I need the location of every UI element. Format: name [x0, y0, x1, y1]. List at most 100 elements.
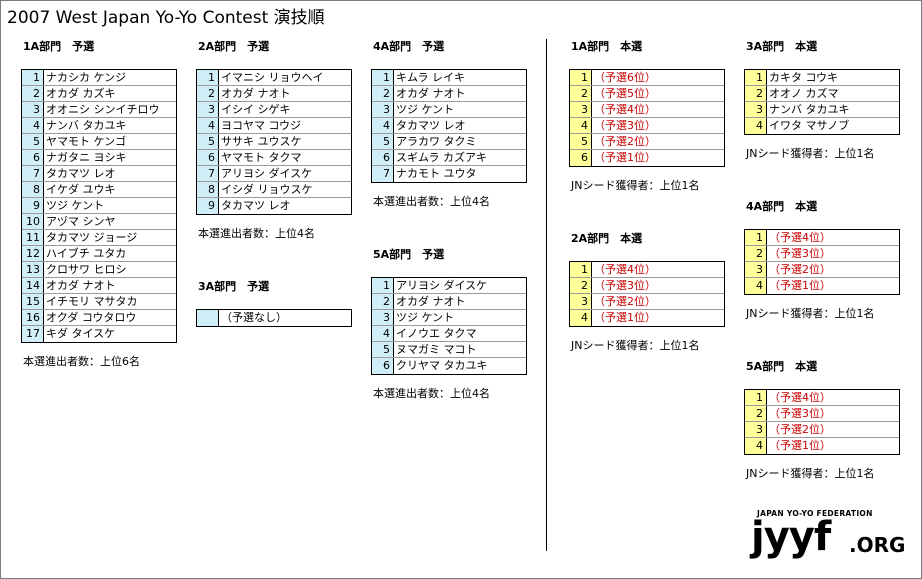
order-number: 11	[22, 230, 44, 245]
block-title: 4A部門 予選	[373, 40, 445, 53]
contestant-name: キダ タイスケ	[46, 327, 116, 340]
block-4a-final: 4A部門 本選 1（予選4位）2（予選3位）3（予選2位）4（予選1位） JNシ…	[744, 199, 900, 321]
contestant-name: オカダ カズキ	[46, 87, 116, 100]
contestant-name: （予選4位）	[769, 391, 831, 404]
block-title: 3A部門 本選	[746, 40, 818, 53]
seed-note: JNシード獲得者：上位1名	[571, 179, 700, 192]
contestant-name: （予選なし）	[221, 311, 287, 324]
table-row: 2（予選3位）	[745, 406, 899, 422]
contestant-name: アリヨシ ダイスケ	[221, 167, 313, 180]
order-number: 8	[22, 182, 44, 197]
block-5a-final: 5A部門 本選 1（予選4位）2（予選3位）3（予選2位）4（予選1位） JNシ…	[744, 359, 900, 481]
order-number: 3	[372, 102, 394, 117]
order-number: 3	[745, 262, 767, 277]
order-number: 8	[197, 182, 219, 197]
order-number: 1	[570, 70, 592, 85]
jyyf-logo[interactable]: JAPAN YO-YO FEDERATION jyyf .ORG	[751, 509, 911, 561]
logo-tagline: JAPAN YO-YO FEDERATION	[757, 509, 873, 518]
order-number: 7	[197, 166, 219, 181]
order-number: 2	[745, 86, 767, 101]
contestant-name: ナガタニ ヨシキ	[46, 151, 127, 164]
order-number: 1	[22, 70, 44, 85]
order-number: 1	[372, 278, 394, 293]
order-number: 16	[22, 310, 44, 325]
order-number: 3	[570, 102, 592, 117]
block-3a-prelim: 3A部門 予選 （予選なし）	[196, 279, 352, 327]
block-1a-final: 1A部門 本選 1（予選6位）2（予選5位）3（予選4位）4（予選3位）5（予選…	[569, 39, 725, 193]
contestant-name: （予選1位）	[594, 311, 656, 324]
table-row: 4（予選3位）	[570, 118, 724, 134]
contestant-name: （予選4位）	[769, 231, 831, 244]
order-number: 9	[22, 198, 44, 213]
contestant-name: アラカワ タクミ	[396, 135, 477, 148]
logo-mark: jyyf	[751, 514, 831, 560]
contestant-name: キムラ レイキ	[396, 71, 465, 84]
order-number: 6	[372, 358, 394, 374]
contestant-name: ツジ ケント	[396, 311, 455, 324]
table-row: 2（予選5位）	[570, 86, 724, 102]
order-number: 6	[22, 150, 44, 165]
contestant-name: タカマツ レオ	[221, 199, 291, 212]
advance-note: 本選進出者数：上位6名	[23, 355, 140, 368]
contestant-name: カキタ コウキ	[769, 71, 839, 84]
order-number: 3	[745, 102, 767, 117]
table-row: 1（予選6位）	[570, 70, 724, 86]
block-title: 1A部門 本選	[571, 40, 643, 53]
contestant-name: ササキ ユウスケ	[221, 135, 302, 148]
block-title: 4A部門 本選	[746, 200, 818, 213]
order-number: 4	[197, 118, 219, 133]
table-row: 1（予選4位）	[745, 230, 899, 246]
contestant-name: アヅマ シンヤ	[46, 215, 116, 228]
order-number: 1	[197, 70, 219, 85]
order-number: 3	[22, 102, 44, 117]
order-number: 14	[22, 278, 44, 293]
contestant-name: （予選1位）	[769, 439, 831, 452]
block-title: 5A部門 本選	[746, 360, 818, 373]
contestant-name: （予選4位）	[594, 263, 656, 276]
order-number: 4	[22, 118, 44, 133]
contestant-name: （予選5位）	[594, 87, 656, 100]
contestant-name: （予選2位）	[594, 295, 656, 308]
contestant-name: （予選2位）	[594, 135, 656, 148]
order-number: 6	[570, 150, 592, 166]
order-number: 5	[372, 134, 394, 149]
order-number: 15	[22, 294, 44, 309]
order-table: 1（予選6位）2（予選5位）3（予選4位）4（予選3位）5（予選2位）6（予選1…	[569, 69, 725, 167]
block-title: 2A部門 本選	[571, 232, 643, 245]
order-number: 1	[372, 70, 394, 85]
table-row: 3（予選2位）	[745, 262, 899, 278]
advance-note: 本選進出者数：上位4名	[373, 195, 490, 208]
contestant-name: クリヤマ タカユキ	[396, 359, 488, 372]
contestant-name: ツジ ケント	[46, 199, 105, 212]
table-row: 2（予選3位）	[570, 278, 724, 294]
order-number: 4	[372, 118, 394, 133]
